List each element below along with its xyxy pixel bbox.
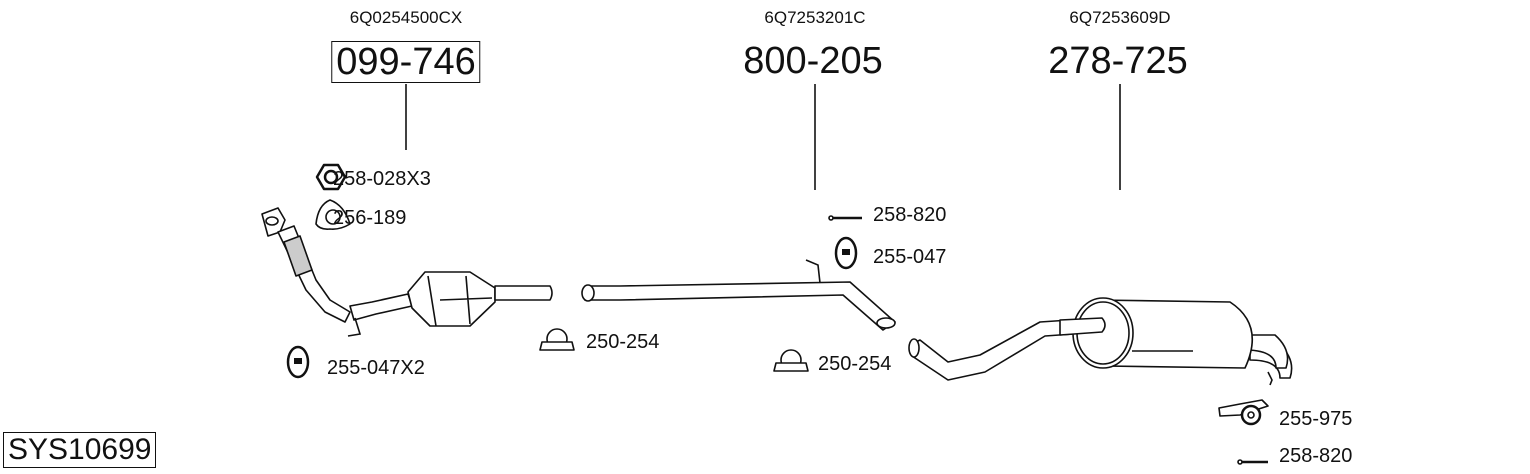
accessory-label[interactable]: 255-047	[873, 246, 947, 268]
accessory-label[interactable]: 258-820	[1279, 445, 1353, 467]
accessory-label[interactable]: 256-189	[333, 207, 407, 229]
accessory-label[interactable]: 250-254	[586, 331, 660, 353]
bracket-hanger-icon	[1218, 399, 1269, 426]
nut-icon	[315, 163, 347, 191]
rubber-hanger-icon	[834, 236, 858, 270]
rubber-hanger-icon	[286, 345, 310, 379]
catalytic-converter-part[interactable]	[261, 207, 553, 337]
oem-number-1: 6Q0254500CX	[349, 8, 463, 27]
accessory-label[interactable]: 250-254	[818, 353, 892, 375]
clamp-icon	[539, 328, 575, 351]
intermediate-pipe-part[interactable]	[581, 259, 896, 331]
accessory-label[interactable]: 255-975	[1279, 408, 1353, 430]
part-number-099-746[interactable]: 099-746	[331, 41, 481, 83]
bolt-icon	[828, 215, 862, 221]
bolt-icon	[1237, 459, 1268, 465]
part-number-278-725[interactable]: 278-725	[1048, 40, 1188, 82]
part-number-800-205[interactable]: 800-205	[743, 40, 883, 82]
clamp-icon	[773, 349, 809, 372]
system-code: SYS10699	[3, 432, 157, 468]
accessory-label[interactable]: 258-820	[873, 204, 947, 226]
oem-number-3: 6Q7253609D	[1069, 8, 1171, 27]
oem-number-2: 6Q7253201C	[764, 8, 866, 27]
accessory-label[interactable]: 255-047X2	[327, 357, 425, 379]
rear-silencer-part[interactable]	[908, 297, 1293, 386]
gasket-icon	[315, 199, 351, 230]
accessory-label[interactable]: 258-028X3	[333, 168, 431, 190]
